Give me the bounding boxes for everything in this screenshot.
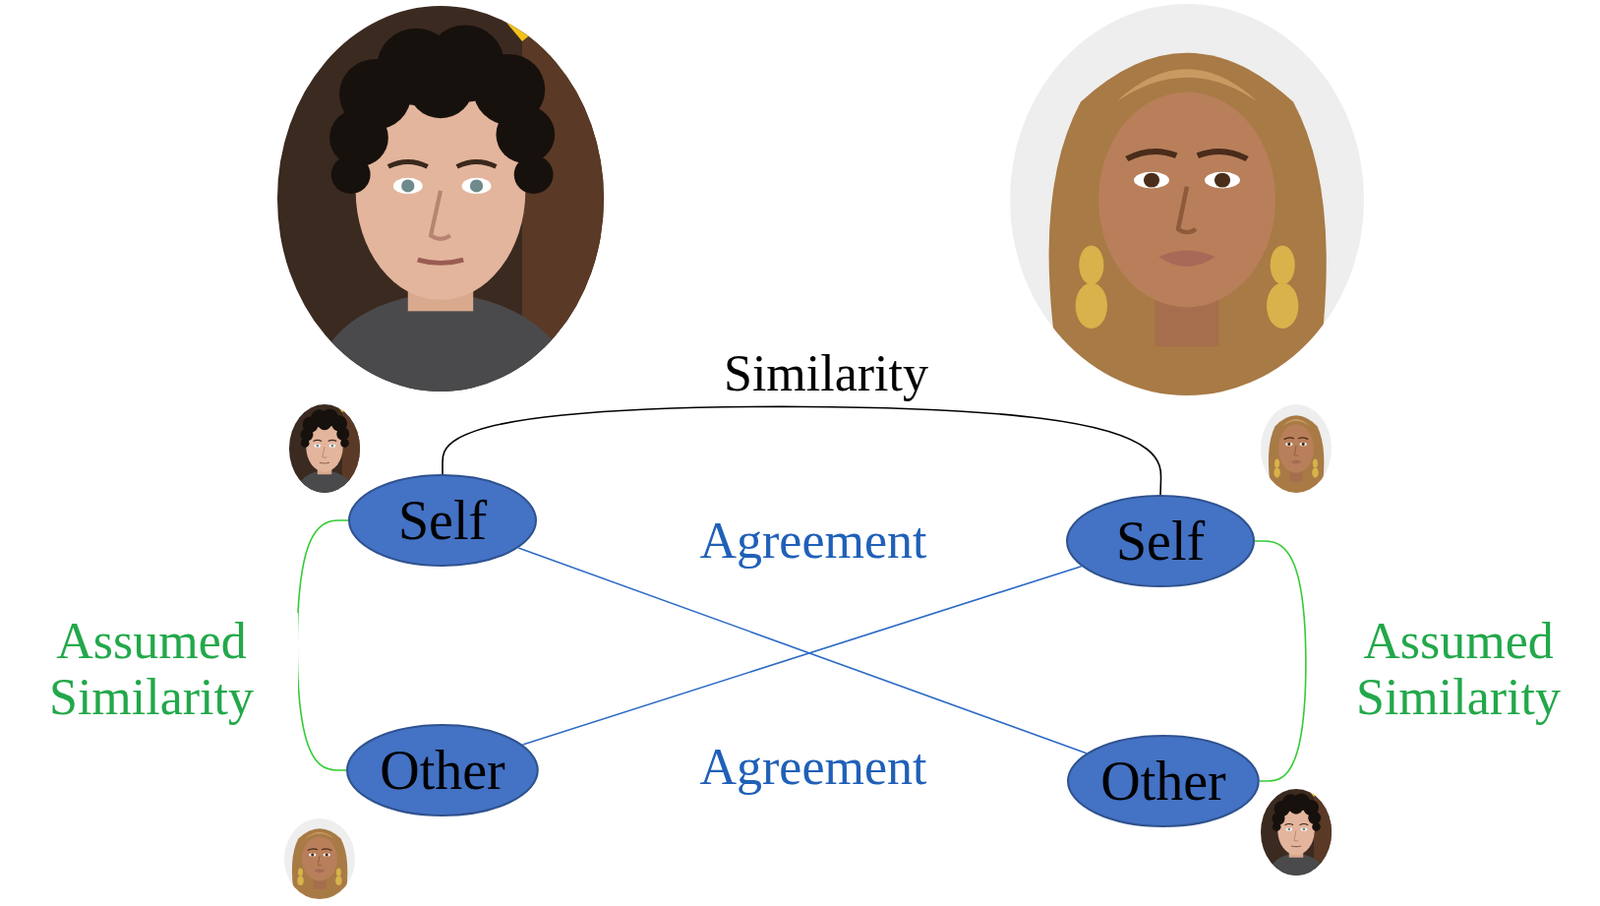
- edge-label: Assumed Similarity: [4, 612, 298, 725]
- edge-label: Agreement: [695, 738, 931, 795]
- connector: [1254, 540, 1306, 781]
- portrait-thumbnail: [1260, 404, 1332, 493]
- edge-label: Similarity: [719, 345, 933, 402]
- ellipse-shape: [347, 724, 538, 816]
- connector: [442, 406, 1162, 495]
- portrait-large: [1009, 3, 1364, 396]
- connector: [518, 547, 1087, 754]
- connector: [523, 566, 1082, 745]
- ellipse-node: Other: [346, 723, 539, 817]
- portrait-thumbnail: [1260, 788, 1332, 876]
- ellipse-node: Other: [1066, 734, 1260, 828]
- ellipse-shape: [1067, 735, 1259, 827]
- connector: [296, 520, 349, 771]
- portrait-large: [277, 5, 604, 392]
- ellipse-shape: [349, 474, 536, 566]
- ellipse-shape: [1066, 495, 1254, 587]
- portrait-thumbnail: [284, 818, 356, 899]
- node-label: Self: [398, 492, 487, 548]
- node-label: Self: [1116, 513, 1205, 569]
- node-label: Other: [1100, 753, 1227, 809]
- edge-label: Agreement: [695, 512, 931, 569]
- ellipse-node: Self: [1066, 494, 1255, 588]
- edge-label: Assumed Similarity: [1352, 612, 1565, 725]
- ellipse-node: Self: [348, 474, 537, 567]
- portrait-thumbnail: [289, 404, 360, 493]
- node-label: Other: [379, 742, 506, 798]
